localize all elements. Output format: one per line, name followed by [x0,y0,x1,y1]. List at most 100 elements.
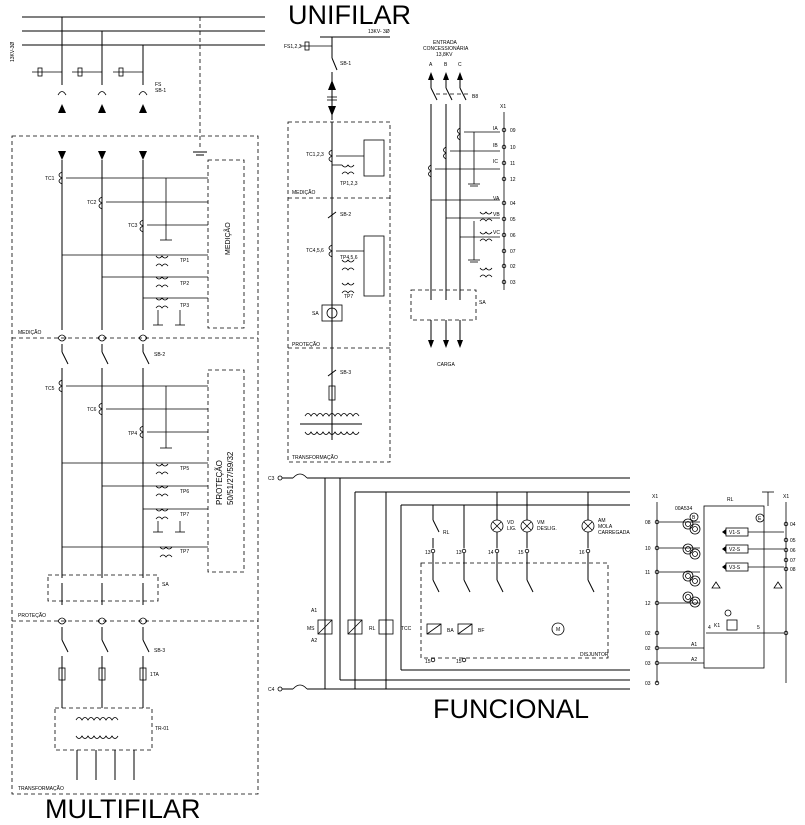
svg-text:04: 04 [790,522,796,528]
relay-a1: A1 [691,642,697,648]
multifilar-bus-label: 13KV-3Ø [10,42,16,62]
svg-text:IB: IB [493,143,498,149]
svg-text:CARREGADA: CARREGADA [598,530,630,536]
svg-text:14: 14 [488,550,494,556]
svg-text:11: 11 [645,570,650,576]
tp6-label: TP7 [180,512,189,518]
entrada-title-2: CONCESSIONÁRIA [423,45,469,52]
svg-text:5: 5 [757,625,760,631]
unifilar-tp-label: TP1,2,3 [340,181,358,187]
funcional-title: FUNCIONAL [433,694,589,724]
relay-x1-right: X1 [783,494,789,500]
entrada-x1: X1 [500,104,506,110]
relay-left-terminals: 08 10 11 12 02 02 03 03 [645,519,660,687]
unifilar-tc-prot-label: TC4,5,6 [306,248,324,254]
svg-text:13: 13 [425,550,431,556]
relay-code: 00A534 [675,506,692,512]
svg-text:A1: A1 [311,608,317,614]
coil-ba: BA [447,628,454,634]
motor-m [551,622,565,636]
phase-b: B [444,62,448,68]
svg-text:15: 15 [518,550,524,556]
entrada-sa-box [410,289,477,321]
unifilar-frame [287,121,391,463]
entrada-terminals: 09 10 11 12 04 05 06 07 02 03 [501,127,516,286]
multifilar-diagram: 13KV-3Ø FS SB-1 [10,16,265,795]
svg-text:VB: VB [493,212,500,218]
entrada-sa: SA [479,300,486,306]
contact-rl: RL [443,530,450,536]
protecao-box-label: PROTEÇÃO [215,460,224,505]
svg-text:V1-S: V1-S [729,530,741,536]
relay-k1: K1 [714,623,720,629]
1ta-label: 1TA [150,672,159,678]
tp7-label: TP7 [180,549,189,555]
medicao-box [207,159,245,329]
relay-diagram: X1 X1 RL 00A534 08 10 11 12 02 02 03 03 … [645,491,796,687]
svg-text:16: 16 [579,550,585,556]
svg-text:A2: A2 [311,638,317,644]
unifilar-title: UNIFILAR [288,0,411,30]
lamp-vm-label: VM [537,520,545,526]
sa-label: SA [162,582,169,588]
funcional-diagram: C3 C4 MS RL TCC RL 13 [268,473,630,693]
svg-text:05: 05 [790,538,796,544]
phase-a: A [429,62,433,68]
svg-text:13: 13 [456,550,462,556]
protecao-box-codes: 50/51/27/59/32 [226,451,235,505]
relay-right-terminals: 04 05 06 07 08 [783,521,796,636]
tp1-label: TP1 [180,258,189,264]
unifilar-tp-prot-label: TP4,5,6 [340,255,358,261]
svg-text:02: 02 [645,646,651,652]
svg-text:V3-S: V3-S [729,565,741,571]
multifilar-section-medicao: MEDIÇÃO [18,329,41,336]
tc1-label: TC1 [45,176,55,182]
multifilar-frame [11,135,259,795]
entrada-carga: CARGA [437,362,455,368]
disjuntor-label: DISJUNTOR [580,652,609,658]
svg-text:06: 06 [790,548,796,554]
svg-text:07: 07 [510,249,516,255]
svg-text:08: 08 [790,567,796,573]
tp5-label: TP6 [180,489,189,495]
protecao-box [207,369,245,573]
relay-title: RL [727,497,734,503]
unifilar-sb3: SB-3 [340,370,351,376]
svg-text:03: 03 [510,280,516,286]
multifilar-title: MULTIFILAR [45,794,201,824]
disjuntor-box [420,562,609,659]
svg-text:15: 15 [456,659,462,665]
relay-ct-inputs: B E [659,512,765,608]
relay-box [703,505,765,669]
phase-drops [32,17,148,160]
coil-bf: BF [478,628,484,634]
svg-text:15: 15 [425,659,431,665]
svg-text:03: 03 [645,681,651,687]
tc4-label: TC5 [45,386,55,392]
relay-x1-left: X1 [652,494,658,500]
svg-text:08: 08 [645,520,651,526]
unifilar-section-protecao: PROTEÇÃO [292,341,320,348]
svg-text:VA: VA [493,196,500,202]
multifilar-section-protecao: PROTEÇÃO [18,612,46,619]
relay-a2: A2 [691,657,697,663]
multifilar-fuse-label: FS [155,82,162,88]
tc5-label: TC6 [87,407,97,413]
svg-text:03: 03 [645,661,651,667]
funcional-top-left: C3 [268,476,275,482]
coil-ms: MS [307,626,315,632]
entrada-title-1: ENTRADA [433,40,458,46]
svg-text:05: 05 [510,217,516,223]
entrada-diagram: ENTRADA CONCESSIONÁRIA 13,8KV A B C B8 [410,40,516,368]
multifilar-section-transformacao: TRANSFORMAÇÃO [18,785,64,792]
svg-text:06: 06 [510,233,516,239]
tc2-label: TC2 [87,200,97,206]
unifilar-section-transformacao: TRANSFORMAÇÃO [292,454,338,461]
svg-text:07: 07 [790,558,796,564]
svg-text:10: 10 [510,145,516,151]
sa-box [47,574,159,602]
unifilar-sa: SA [312,311,319,317]
unifilar-diagram: 13KV- 3Ø FS1,2,3 SB-1 MEDIÇÃO PROTEÇÃO T… [284,29,391,463]
unifilar-tp7: TP7 [344,294,353,300]
svg-text:LIG.: LIG. [507,526,516,532]
